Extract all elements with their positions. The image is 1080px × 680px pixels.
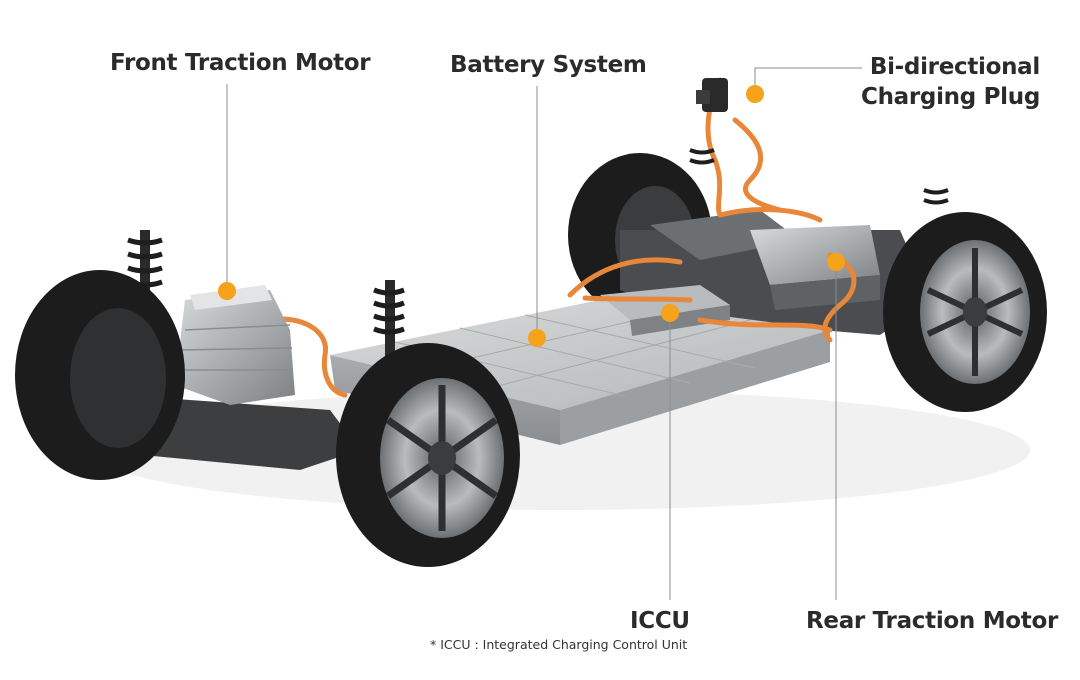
bidirectional-label-line1: Bi-directional	[869, 54, 1040, 80]
front-left-wheel	[15, 270, 185, 480]
bidirectional-label-line2: Charging Plug	[861, 84, 1040, 110]
bidirectional-plug-marker	[746, 85, 764, 103]
hv-cables	[267, 77, 857, 398]
charging-plug	[696, 78, 728, 112]
rear-spring	[689, 148, 949, 205]
rear-motor-marker	[827, 253, 845, 271]
front-motor-marker	[218, 282, 236, 300]
iccu-label: ICCU	[630, 608, 690, 634]
iccu-marker	[661, 304, 679, 322]
front-right-spring	[373, 287, 405, 335]
iccu-unit	[600, 285, 730, 336]
rear-traction-motor-label: Rear Traction Motor	[806, 608, 1059, 634]
iccu-footnote: * ICCU : Integrated Charging Control Uni…	[430, 637, 688, 652]
bidirectional-charging-plug-label: Bi-directional Charging Plug	[861, 52, 1040, 112]
bidirectional-leader	[754, 67, 862, 94]
front-traction-motor	[175, 285, 295, 405]
battery-marker	[528, 329, 546, 347]
front-right-wheel	[336, 343, 520, 567]
rear-right-wheel	[883, 212, 1047, 412]
front-left-spring	[127, 237, 163, 288]
battery-system-label: Battery System	[450, 52, 647, 78]
front-traction-motor-label: Front Traction Motor	[110, 50, 371, 76]
